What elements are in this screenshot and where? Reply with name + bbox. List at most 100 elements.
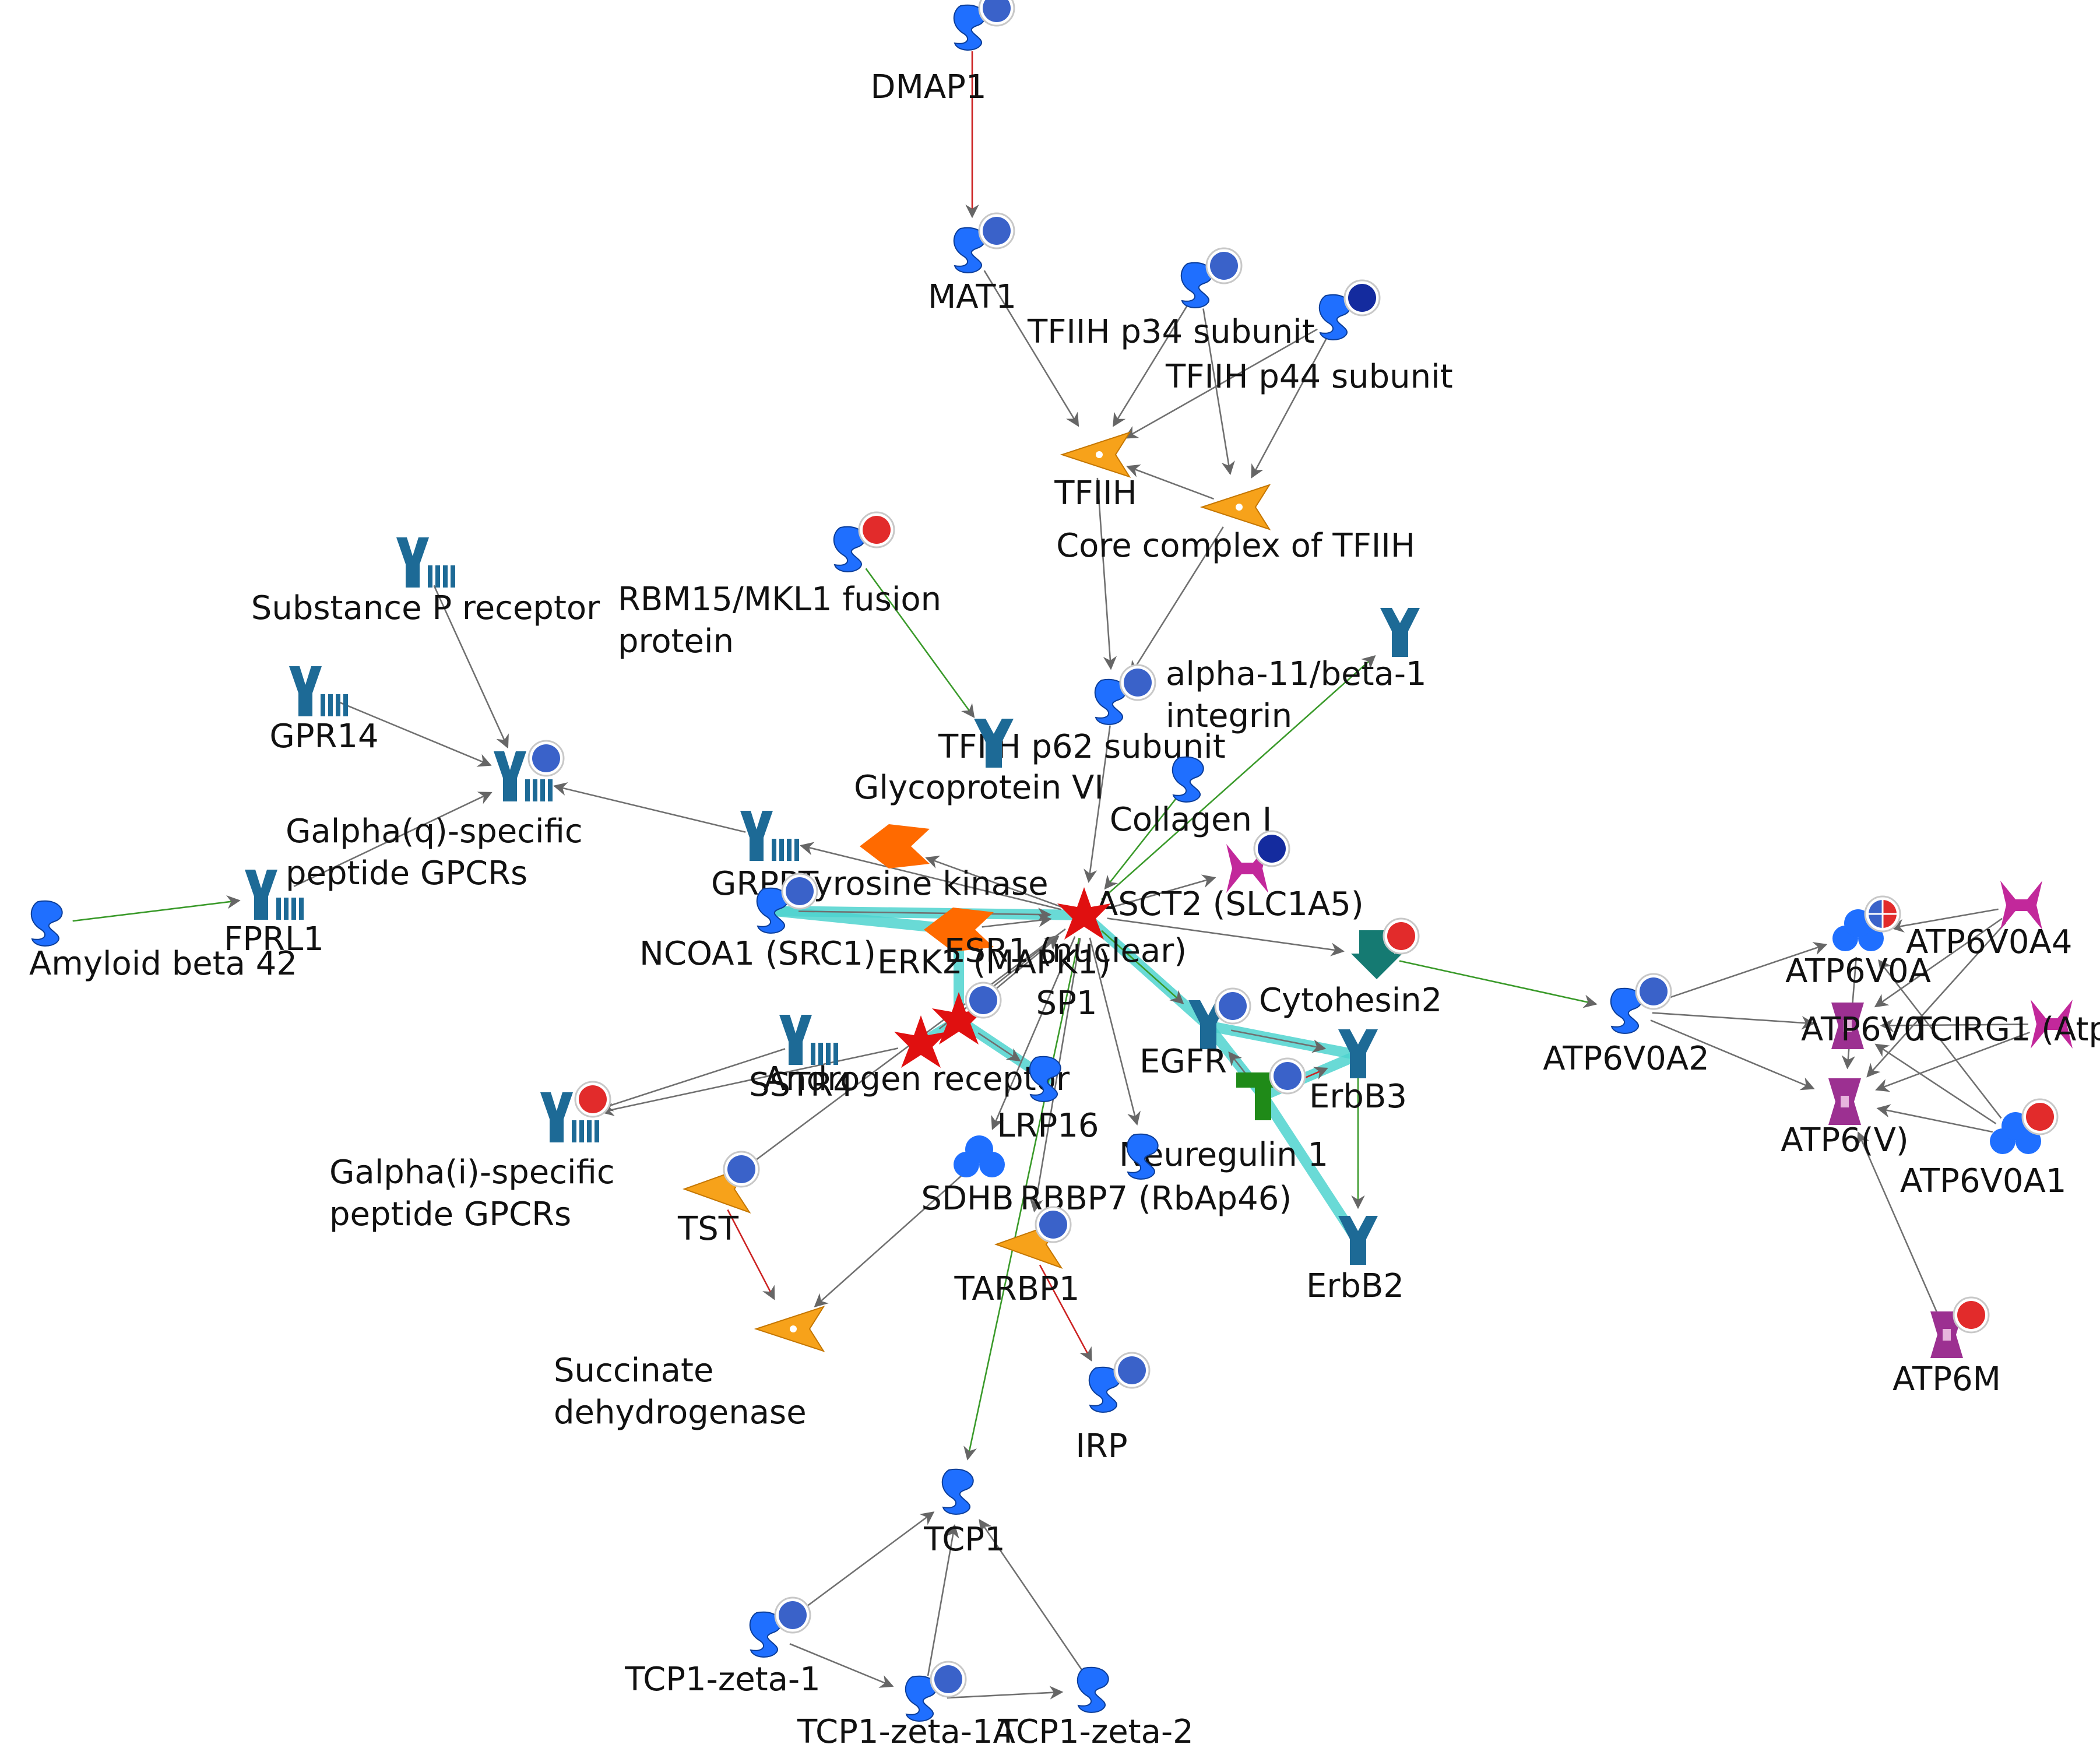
node-icon-channel xyxy=(1930,1296,1990,1358)
node-icon-complex xyxy=(1200,484,1271,530)
node-rbm15[interactable]: RBM15/MKL1 fusion protein xyxy=(618,511,941,660)
node-icon-generic xyxy=(833,511,895,572)
node-tfiih[interactable]: TFIIH xyxy=(1054,431,1137,512)
edge-rbm15-glycoprotein_vi xyxy=(865,568,975,718)
node-dmap1[interactable]: DMAP1 xyxy=(870,0,1015,106)
node-atp6v-label[interactable]: ATP6V0 xyxy=(1801,1003,1925,1049)
node-collagen-i[interactable]: Collagen I xyxy=(1110,756,1272,839)
node-tfiih-p44[interactable]: TFIIH p44 subunit xyxy=(1165,279,1453,396)
node-icon-gpcr xyxy=(396,537,455,588)
node-icon-complex xyxy=(1060,431,1131,478)
node-label: Amyloid beta 42 xyxy=(29,945,297,983)
node-glycoprotein-vi[interactable]: Glycoprotein VI xyxy=(854,719,1104,807)
node-esr1[interactable]: ESR1 (nuclear) xyxy=(944,887,1187,970)
node-label: TFIIH xyxy=(1054,474,1137,512)
node-icon-generic xyxy=(941,1468,974,1515)
node-atp6v0a4[interactable]: ATP6V0A4 xyxy=(1906,881,2072,961)
node-erbb3[interactable]: ErbB3 xyxy=(1309,1029,1407,1116)
node-label: Galpha(q)-specific xyxy=(286,813,583,850)
node-label: Glycoprotein VI xyxy=(854,769,1104,807)
node-icon-receptor xyxy=(1380,608,1420,657)
node-mat1[interactable]: MAT1 xyxy=(928,212,1016,316)
node-sp1[interactable]: SP1 xyxy=(932,982,1097,1044)
node-icon-receptor xyxy=(1338,1029,1378,1078)
node-egfr[interactable]: EGFR xyxy=(1139,987,1251,1081)
node-icon-channel xyxy=(1828,1078,1861,1125)
node-ncoa1[interactable]: NCOA1 (SRC1) xyxy=(639,873,876,973)
node-substance-p[interactable]: Substance P receptor xyxy=(251,537,600,627)
node-label: ErbB2 xyxy=(1306,1267,1404,1305)
edge-core_tfiih-tfiih xyxy=(1126,464,1215,500)
node-tcp1-zeta2[interactable]: TCP1-zeta-2 xyxy=(997,1666,1194,1751)
node-label: IRP xyxy=(1075,1427,1127,1465)
node-label: ERK2 (MAPK1) xyxy=(877,944,1111,982)
node-label: Substance P receptor xyxy=(251,589,600,627)
node-atp6v0a2[interactable]: ATP6V0A2 xyxy=(1543,973,1709,1078)
node-icon-enzyme xyxy=(994,1206,1072,1269)
node-lrp16[interactable]: LRP16 xyxy=(997,1056,1099,1145)
node-tcp1[interactable]: TCP1 xyxy=(923,1468,1005,1559)
node-atp6m[interactable]: ATP6M xyxy=(1893,1296,2001,1398)
node-erk2[interactable]: ERK2 (MAPK1) xyxy=(877,908,1111,982)
edge-esr1-cytohesin2 xyxy=(1107,917,1345,956)
node-icon-generic xyxy=(953,212,1015,273)
node-asct2[interactable]: ASCT2 (SLC1A5) xyxy=(1096,830,1364,923)
node-gpr14[interactable]: GPR14 xyxy=(269,666,379,755)
node-atp6v0a1[interactable]: ATP6V0A1 xyxy=(1900,1098,2066,1200)
node-irp[interactable]: IRP xyxy=(1075,1352,1151,1465)
node-icon-generic xyxy=(1126,1133,1159,1180)
node-icon-generic xyxy=(756,873,818,934)
node-label: Cytohesin2 xyxy=(1259,982,1442,1019)
node-tyrosine-kinase[interactable]: Tyrosine kinase xyxy=(798,824,1049,903)
node-icon-gpcr xyxy=(540,1081,611,1142)
node-sdhb[interactable]: SDHB xyxy=(921,1135,1014,1218)
edge-substance_p-galpha_q xyxy=(433,585,509,749)
node-sstr4[interactable]: SSTR4 xyxy=(749,1015,854,1104)
node-cytohesin2[interactable]: Cytohesin2 xyxy=(1259,917,1442,1019)
node-label: Tyrosine kinase xyxy=(798,865,1049,903)
node-icon-kinase xyxy=(860,824,930,868)
node-fprl1[interactable]: FPRL1 xyxy=(224,870,324,958)
edge-atp6v0a4-atp6v_label xyxy=(1874,917,2003,1008)
node-label: GPR14 xyxy=(269,718,378,755)
node-label: SSTR4 xyxy=(749,1066,854,1104)
node-label: protein xyxy=(618,622,734,660)
node-icon-generic xyxy=(1318,279,1381,340)
node-label: LRP16 xyxy=(997,1107,1099,1145)
node-amyloid[interactable]: Amyloid beta 42 xyxy=(29,900,297,983)
node-tcp1-zeta1[interactable]: TCP1-zeta-1 xyxy=(624,1596,821,1698)
node-icon-generic xyxy=(1088,1352,1151,1413)
edge-esr1-grpr xyxy=(800,842,1062,910)
node-tarbp1[interactable]: TARBP1 xyxy=(954,1206,1080,1308)
node-label: Core complex of TFIIH xyxy=(1056,527,1415,565)
node-tcp1-zeta1a[interactable]: TCP1-zeta-1A xyxy=(797,1661,1015,1751)
node-tst[interactable]: TST xyxy=(677,1151,760,1248)
node-atp6v0a[interactable]: ATP6V0A xyxy=(1785,895,1931,990)
edge-esr1-egfr xyxy=(1100,930,1184,1004)
node-tfiih-p34[interactable]: TFIIH p34 subunit xyxy=(1027,247,1315,351)
node-label: ASCT2 (SLC1A5) xyxy=(1096,885,1364,923)
node-label: ErbB3 xyxy=(1309,1078,1407,1116)
node-label: MAT1 xyxy=(928,278,1016,316)
node-icon-generic xyxy=(905,1661,967,1722)
node-androgen[interactable]: Androgen receptor xyxy=(764,1015,1070,1098)
node-atp6v[interactable]: ATP6(V) xyxy=(1781,1078,1909,1159)
edge-atp6v0a2-atp6v0a xyxy=(1651,942,1828,1005)
node-label: RBM15/MKL1 fusion xyxy=(618,581,941,618)
node-label: DMAP1 xyxy=(870,68,986,106)
edge-grpr-galpha_q xyxy=(553,782,746,833)
node-label: TST xyxy=(677,1210,739,1248)
node-icon-tf xyxy=(932,982,1002,1044)
edge-ncoa1-esr1 xyxy=(798,908,1052,922)
node-icon-generic xyxy=(1077,1666,1109,1713)
node-core-tfiih[interactable]: Core complex of TFIIH xyxy=(1056,484,1415,565)
node-tcirg1[interactable]: TCIRG1 (Atp6i) xyxy=(1911,1000,2100,1049)
node-label: Collagen I xyxy=(1110,801,1272,839)
node-label: ATP6V0A2 xyxy=(1543,1040,1709,1078)
node-erbb2[interactable]: ErbB2 xyxy=(1306,1216,1404,1305)
